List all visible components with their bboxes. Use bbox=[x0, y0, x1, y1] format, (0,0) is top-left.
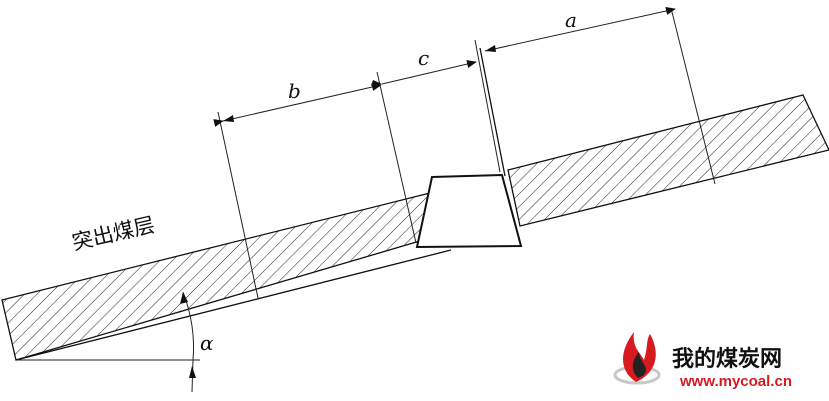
seam-right-section bbox=[507, 94, 829, 227]
arrowhead bbox=[371, 80, 382, 86]
seam-label: 突出煤层 bbox=[70, 213, 157, 255]
working-face-line bbox=[479, 47, 506, 177]
roadway-cross-section bbox=[415, 173, 523, 249]
seam-floor-line bbox=[15, 249, 452, 361]
arrowhead bbox=[485, 45, 496, 52]
dimension-b: b bbox=[213, 79, 382, 127]
label-b: b bbox=[288, 79, 301, 103]
watermark-site-name: 我的煤炭网 bbox=[672, 346, 782, 372]
label-c: c bbox=[418, 46, 429, 70]
dip-angle-indicator: α bbox=[18, 291, 214, 393]
dimension-a: a bbox=[484, 7, 676, 52]
watermark-url: www.mycoal.cn bbox=[679, 373, 792, 390]
arrowhead bbox=[223, 115, 234, 122]
coal-seam bbox=[1, 94, 829, 361]
flame-logo-icon bbox=[613, 332, 661, 385]
working-face-line-offset bbox=[474, 39, 501, 173]
watermark: 我的煤炭网 www.mycoal.cn bbox=[613, 332, 792, 390]
extension-lines bbox=[217, 7, 716, 299]
seam-left-section bbox=[1, 192, 431, 361]
label-a: a bbox=[565, 8, 577, 32]
label-alpha: α bbox=[200, 331, 214, 355]
dimension-c: c bbox=[381, 46, 477, 85]
